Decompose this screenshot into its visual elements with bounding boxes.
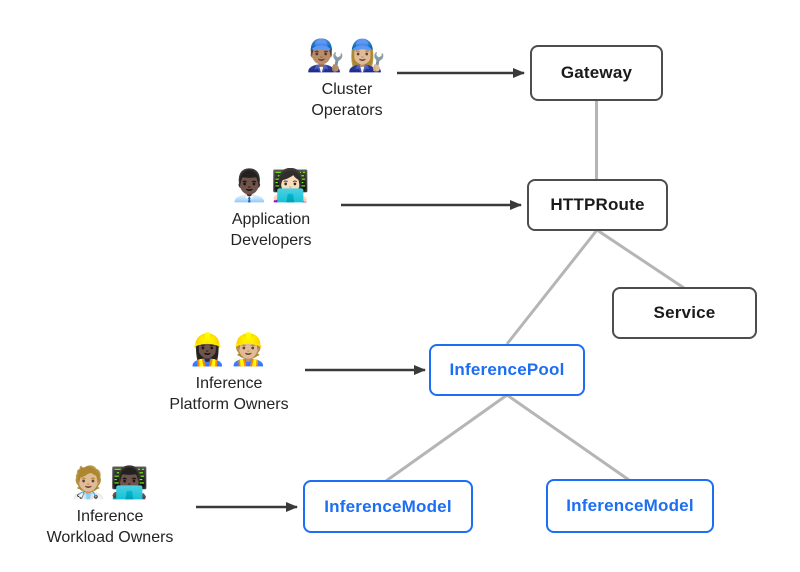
- node-label: HTTPRoute: [550, 195, 645, 214]
- edge-inferencepool-inferencemodel-2: [506, 393, 630, 482]
- node-label: Service: [653, 303, 716, 322]
- node-label: InferenceModel: [324, 496, 452, 516]
- node-service: Service: [612, 287, 757, 339]
- node-label: Gateway: [560, 63, 633, 82]
- node-gateway: Gateway: [530, 45, 663, 101]
- persona-inference-platform-owners: 👷🏿‍♀️👷🏼 Inference Platform Owners: [169, 330, 288, 415]
- mechanics-emoji: 👨🏽‍🔧👩🏼‍🔧: [306, 38, 388, 73]
- node-label: InferenceModel: [566, 496, 694, 515]
- persona-cluster-operators: 👨🏽‍🔧👩🏼‍🔧 Cluster Operators: [306, 36, 387, 121]
- node-inferencepool: InferencePool: [429, 344, 585, 396]
- edge-httproute-service: [596, 228, 685, 290]
- edge-inferencepool-inferencemodel-1: [385, 393, 508, 483]
- persona-application-developers: 👨🏿‍💼👩🏻‍💻 Application Developers: [230, 166, 311, 251]
- node-label: InferencePool: [449, 360, 565, 379]
- construction-workers-emoji: 👷🏿‍♀️👷🏼: [188, 332, 270, 367]
- edge-httproute-inferencepool: [505, 229, 599, 345]
- node-httproute: HTTPRoute: [527, 179, 668, 231]
- persona-label: Inference Workload Owners: [46, 508, 174, 546]
- persona-inference-workload-owners: 🧑🏼‍⚕️👨🏿‍💻 Inference Workload Owners: [47, 463, 174, 548]
- node-inferencemodel-2: InferenceModel: [546, 479, 714, 533]
- node-inferencemodel-1: InferenceModel: [303, 480, 473, 533]
- health-worker-and-technologist-emoji: 🧑🏼‍⚕️👨🏿‍💻: [69, 465, 151, 500]
- persona-label: Application Developers: [230, 211, 312, 249]
- persona-label: Cluster Operators: [311, 81, 383, 119]
- persona-label: Inference Platform Owners: [169, 375, 289, 413]
- office-worker-and-technologist-emoji: 👨🏿‍💼👩🏻‍💻: [230, 168, 312, 203]
